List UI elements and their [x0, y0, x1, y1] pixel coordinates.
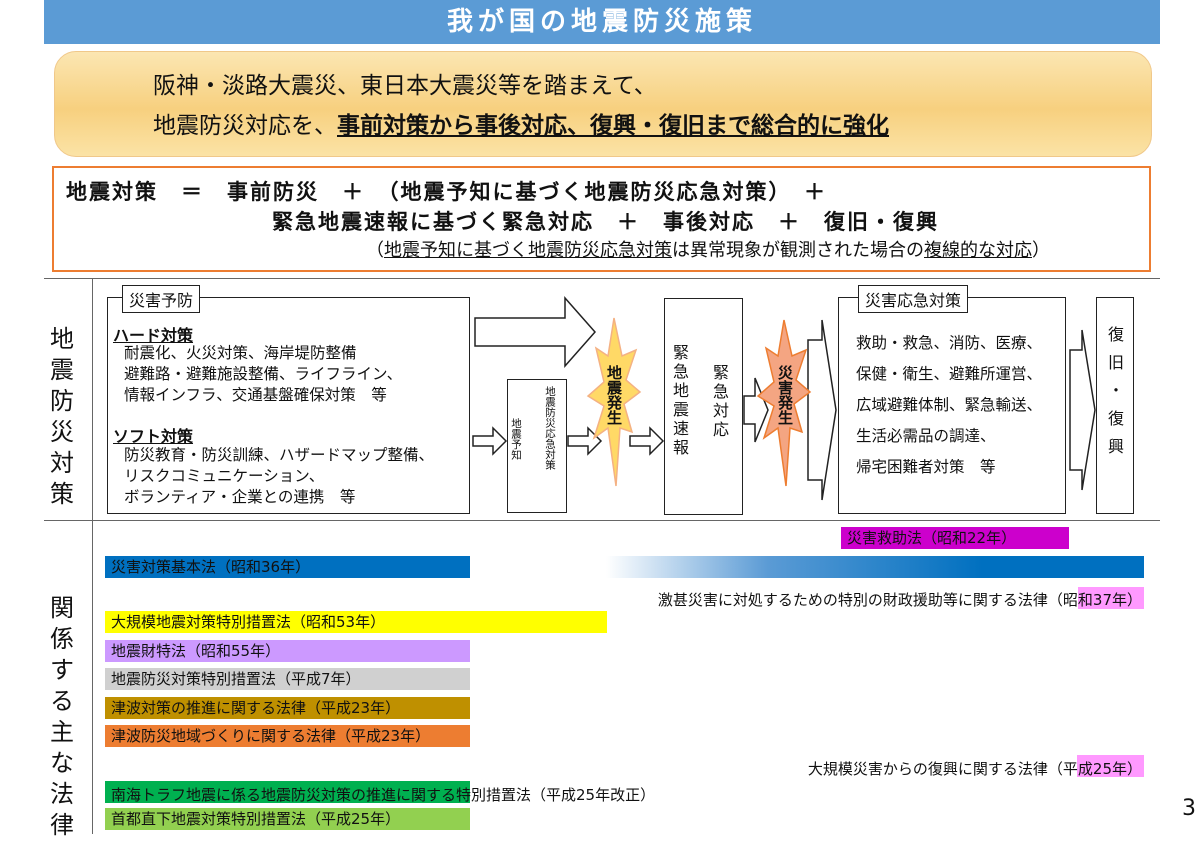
arrow-to-quake — [567, 426, 603, 456]
hard-line: 耐震化、火災対策、海岸堤防整備 — [124, 344, 357, 362]
earthquake-burst-label: 地震発生 — [605, 365, 623, 425]
law-text-nankai: 南海トラフ地震に係る地震防災対策の推進に関する特別措置法（平成25年改正） — [111, 786, 656, 804]
hard-line: 避難路・避難施設整備、ライフライン、 — [124, 365, 403, 383]
divider-middle — [44, 520, 1160, 521]
emergency-text: 救助・救急、消防、医療、 保健・衛生、避難所運営、 広域避難体制、緊急輸送、 生… — [856, 328, 1042, 483]
law-highlight-financial-aid — [1078, 587, 1144, 609]
intro-emphasis: 事前対策から事後対応、復興・復旧まで総合的に強化 — [337, 113, 889, 139]
divider-top — [44, 278, 1160, 279]
law-highlight-reconstruction — [1077, 755, 1144, 777]
formula-note-u1: 地震予知に基づく地震防災応急対策 — [384, 240, 672, 261]
divider-vertical — [92, 278, 93, 834]
law-bar-large-earthquake: 大規模地震対策特別措置法（昭和53年） — [105, 611, 607, 633]
law-text-reconstruction: 大規模災害からの復興に関する法律（平成25年） — [807, 760, 1142, 778]
emergency-line: 帰宅困難者対策 等 — [856, 458, 996, 476]
formula-line-2: 緊急地震速報に基づく緊急対応 ＋ 事後対応 ＋ 復旧・復興 — [272, 210, 939, 234]
arrow-eew-out — [743, 377, 769, 443]
law-bar-disaster-prevention: 地震防災対策特別措置法（平成7年） — [105, 668, 470, 690]
recovery-box — [1096, 297, 1134, 514]
soft-measures-text: 防災教育・防災訓練、ハザードマップ整備、 リスクコミュニケーション、 ボランティ… — [124, 445, 434, 508]
emergency-box — [838, 297, 1066, 514]
prevention-tab: 災害予防 — [122, 285, 201, 313]
arrow-to-emergency — [807, 319, 837, 501]
formula-line-1: 地震対策 ＝ 事前防災 ＋ （地震予知に基づく地震防災応急対策） ＋ — [66, 180, 827, 204]
prevention-box — [107, 297, 470, 514]
soft-line: ボランティア・企業との連携 等 — [124, 488, 356, 506]
hard-measures-text: 耐震化、火災対策、海岸堤防整備 避難路・避難施設整備、ライフライン、 情報インフ… — [124, 343, 402, 406]
formula-note-u2: 複線的な対応 — [924, 240, 1032, 261]
side-label-measures: 地震防災対策 — [50, 325, 74, 508]
law-bar-earthquake-finance: 地震財特法（昭和55年） — [105, 640, 470, 662]
emergency-line: 生活必需品の調達、 — [856, 427, 996, 445]
eew-box — [664, 298, 743, 515]
law-bar-nankai — [105, 781, 470, 803]
emergency-action-label: 緊急対応 — [710, 364, 729, 440]
emergency-line: 広域避難体制、緊急輸送、 — [856, 396, 1043, 414]
law-bar-tsunami-promotion: 津波対策の推進に関する法律（平成23年） — [105, 697, 470, 719]
soft-line: 防災教育・防災訓練、ハザードマップ整備、 — [124, 446, 435, 464]
prediction-box — [507, 379, 567, 513]
law-bar-tsunami-community: 津波防災地域づくりに関する法律（平成23年） — [105, 725, 470, 747]
arrow-to-prediction — [472, 426, 508, 456]
eew-label: 緊急地震速報 — [670, 344, 689, 458]
law-text-financial-aid: 激甚災害に対処するための特別の財政援助等に関する法律（昭和37年） — [657, 591, 1142, 609]
hard-line: 情報インフラ、交通基盤確保対策 等 — [124, 386, 387, 404]
arrow-prevention-big — [474, 296, 597, 368]
emergency-line: 救助・救急、消防、医療、 — [856, 334, 1043, 352]
intro-line-2: 地震防災対応を、事前対策から事後対応、復興・復旧まで総合的に強化 — [153, 106, 889, 140]
hard-measures-title: ハード対策 — [113, 326, 194, 345]
intro-prefix: 地震防災対応を、 — [153, 113, 337, 139]
page-number: 3 — [1182, 796, 1196, 821]
earthquake-burst-icon — [586, 317, 642, 487]
soft-measures-title: ソフト対策 — [113, 427, 194, 446]
soft-line: リスクコミュニケーション、 — [124, 467, 325, 485]
formula-note: （地震予知に基づく地震防災応急対策は異常現象が観測された場合の複線的な対応） — [366, 236, 1050, 262]
formula-note-mid: は異常現象が観測された場合の — [672, 240, 924, 261]
disaster-burst-label: 災害発生 — [776, 365, 794, 425]
arrow-to-eew — [629, 426, 665, 456]
intro-box: 阪神・淡路大震災、東日本大震災等を踏まえて、 地震防災対応を、事前対策から事後対… — [54, 51, 1152, 157]
intro-line-1: 阪神・淡路大震災、東日本大震災等を踏まえて、 — [153, 73, 657, 99]
formula-note-close: ） — [1032, 240, 1050, 261]
formula-box: 地震対策 ＝ 事前防災 ＋ （地震予知に基づく地震防災応急対策） ＋ 緊急地震速… — [52, 166, 1151, 272]
emergency-line: 保健・衛生、避難所運営、 — [856, 365, 1043, 383]
recovery-label: 復旧・復興 — [1105, 326, 1124, 466]
arrow-to-recovery — [1069, 329, 1096, 491]
prediction-response-label: 地震防災応急対策 — [544, 386, 556, 470]
law-bar-capital-earthquake: 首都直下地震対策特別措置法（平成25年） — [105, 808, 470, 830]
formula-note-open: （ — [366, 240, 384, 261]
prediction-label: 地震予知 — [510, 418, 522, 460]
law-bar-financial-aid — [606, 556, 1144, 578]
disaster-burst-icon — [756, 319, 812, 487]
law-bar-basic-act: 災害対策基本法（昭和36年） — [105, 556, 470, 578]
emergency-tab: 災害応急対策 — [858, 285, 969, 313]
page-title: 我が国の地震防災施策 — [44, 0, 1160, 44]
law-bar-disaster-relief: 災害救助法（昭和22年） — [841, 527, 1069, 549]
